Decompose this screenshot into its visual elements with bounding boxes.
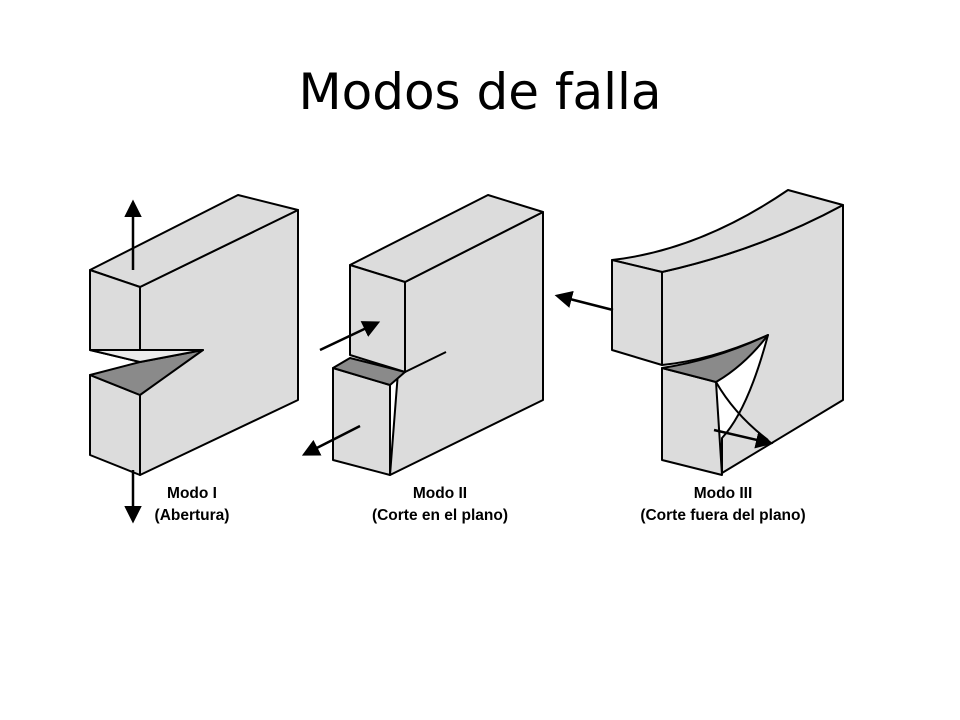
mode-3-illustration xyxy=(554,189,844,476)
mode-3-name: Modo III xyxy=(694,485,753,502)
mode-3-arrow-in xyxy=(713,428,774,449)
mode-2-lower-front xyxy=(332,367,391,476)
mode-1-illustration xyxy=(89,194,299,524)
mode-2-arrow-out xyxy=(301,424,361,456)
mode-3-crack-surface xyxy=(661,334,769,383)
mode-1-description: (Abertura) xyxy=(155,507,230,524)
mode-3-lower-front xyxy=(661,367,723,476)
mode-2-illustration xyxy=(301,194,544,476)
mode-2-description: (Corte en el plano) xyxy=(372,507,508,524)
mode-1-name: Modo I xyxy=(167,485,217,502)
mode-3-description: (Corte fuera del plano) xyxy=(640,507,805,524)
mode-3-block-top xyxy=(611,189,844,273)
mode-2-upper-front xyxy=(349,264,406,373)
mode-3-arrow-out xyxy=(554,290,614,312)
mode-2-name: Modo II xyxy=(413,485,467,502)
mode-2-crack-line xyxy=(404,351,447,373)
mode-2-arrow-in xyxy=(319,321,381,352)
mode-1-upper-front xyxy=(89,269,141,363)
mode-1-crack-upper xyxy=(89,349,204,363)
slide-title: Modos de falla xyxy=(298,63,662,121)
mode-3-upper-front xyxy=(611,259,663,366)
